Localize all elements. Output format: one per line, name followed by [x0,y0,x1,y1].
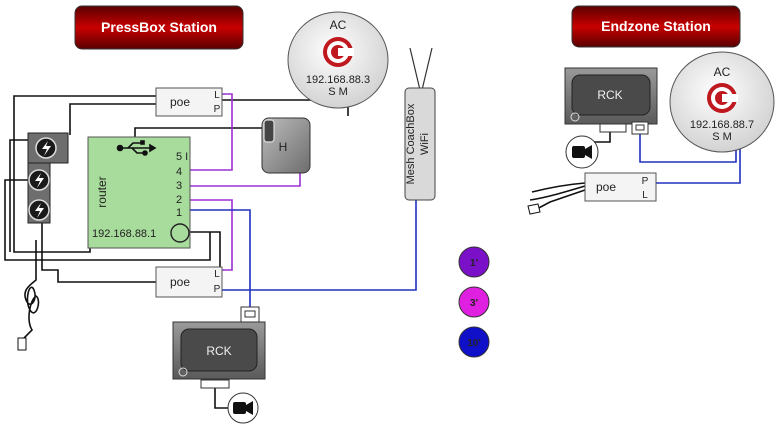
ac-logo-icon [707,83,738,113]
legend-item-3ft: 3' [458,286,490,318]
poe-port-p: P [214,284,221,295]
power-icon [35,137,57,159]
poe-port-p: P [214,104,221,115]
power-icon [28,199,50,221]
router-port-5: 5 I [176,151,188,163]
legend-item-1ft: 1' [458,246,490,278]
pressbox-station-header: PressBox Station [74,5,244,50]
pressbox-title: PressBox Station [101,19,217,35]
ac-ip: 192.168.88.7 [690,119,754,131]
rck-label: RCK [206,344,231,358]
router: router 5 I 4 3 2 1 192.168.88.1 [87,136,191,249]
poe-label: poe [170,275,190,289]
power-strip [27,132,69,224]
rck-label: RCK [597,88,622,102]
hub-label: H [279,140,288,154]
ac-logo-icon [323,37,354,67]
ac-ip: 192.168.88.3 [306,74,370,86]
ac-ports: S M [712,131,732,143]
router-port-1: 1 [176,207,182,219]
ac-unit-endzone: AC 192.168.88.7 S M [669,51,775,153]
mesh-coachbox: Mesh CoachBox WiFi [404,47,436,201]
ac-ports: S M [328,86,348,98]
legend-label: 10' [467,338,481,349]
poe-injector-endzone: poe P L [584,172,657,202]
rck-box-pressbox: RCK [172,306,266,424]
coax-icon [170,223,190,243]
mesh-wifi-label: WiFi [419,133,431,155]
poe-injector-bottom: poe L P [155,266,223,298]
ac-unit-pressbox: AC 192.168.88.3 S M [287,11,389,109]
router-ip: 192.168.88.1 [92,228,156,240]
antenna-icon [409,47,433,91]
poe-port-l: L [214,269,220,280]
poe-port-l: L [642,190,648,201]
router-port-2: 2 [176,194,182,206]
router-port-4: 4 [176,166,182,178]
power-icon [28,169,50,191]
legend-label: 1' [470,258,478,269]
black-cables [4,95,611,409]
camera-icon [227,392,259,424]
poe-label: poe [596,180,616,194]
legend-item-10ft: 10' [458,326,490,358]
ethernet-jack-icon [631,121,649,135]
poe-port-p: P [642,176,649,187]
mesh-label: Mesh CoachBox [405,103,417,184]
ethernet-jack-icon [240,306,260,323]
poe-label: poe [170,95,190,109]
rck-box-endzone: RCK [564,67,658,169]
endzone-title: Endzone Station [601,18,711,34]
router-label: router [95,176,109,207]
router-port-3: 3 [176,180,182,192]
endzone-station-header: Endzone Station [571,5,741,48]
camera-icon [565,135,599,169]
ac-label: AC [330,18,347,32]
ac-label: AC [714,65,731,79]
legend-label: 3' [470,298,478,309]
blue-cables [190,132,741,322]
poe-injector-top: poe L P [155,87,223,117]
cable-length-legend: 1' 3' 10' [458,246,490,358]
hub: H [261,117,311,174]
usb-icon [116,140,157,156]
poe-port-l: L [214,90,220,101]
